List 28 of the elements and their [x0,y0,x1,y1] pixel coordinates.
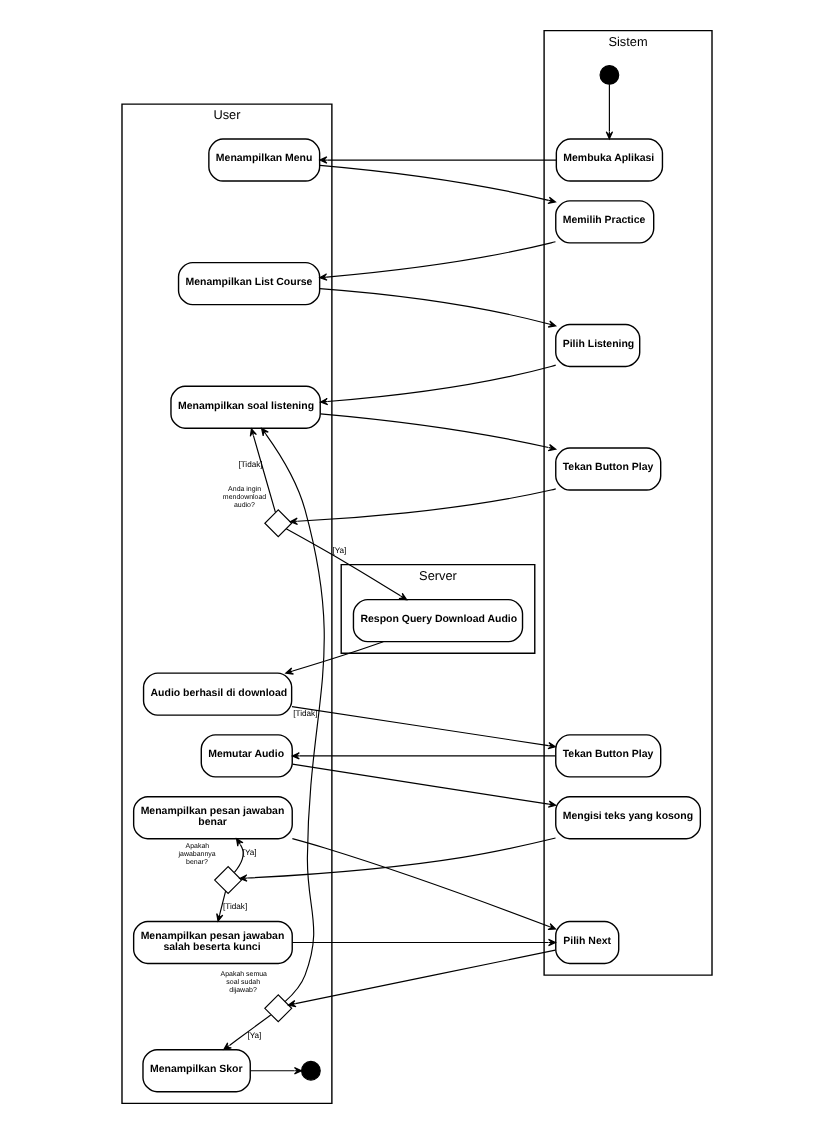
arrow [291,752,557,760]
arrow [239,837,557,882]
arrow [250,1067,303,1075]
arrow [605,83,614,140]
arrow [249,428,276,513]
arrow [319,413,557,452]
arrow [233,838,244,873]
arrow [287,949,556,1008]
node-diamond [264,509,293,538]
arrow [223,1014,272,1051]
arrow [291,763,557,808]
arrow [285,641,384,675]
node-diamond [264,994,293,1023]
arrow [319,288,557,328]
arrow [319,164,557,204]
arrow [289,488,557,525]
arrow [319,241,557,281]
node-diamond [213,865,243,895]
arrow [285,528,408,601]
arrow [319,364,557,406]
arrow [291,706,556,750]
arrow [319,156,557,164]
node-circle [300,1060,321,1081]
node-circle [599,65,620,85]
arrow [291,838,557,931]
arrow [216,890,227,922]
arrow [291,938,557,947]
arrow [261,427,325,1003]
